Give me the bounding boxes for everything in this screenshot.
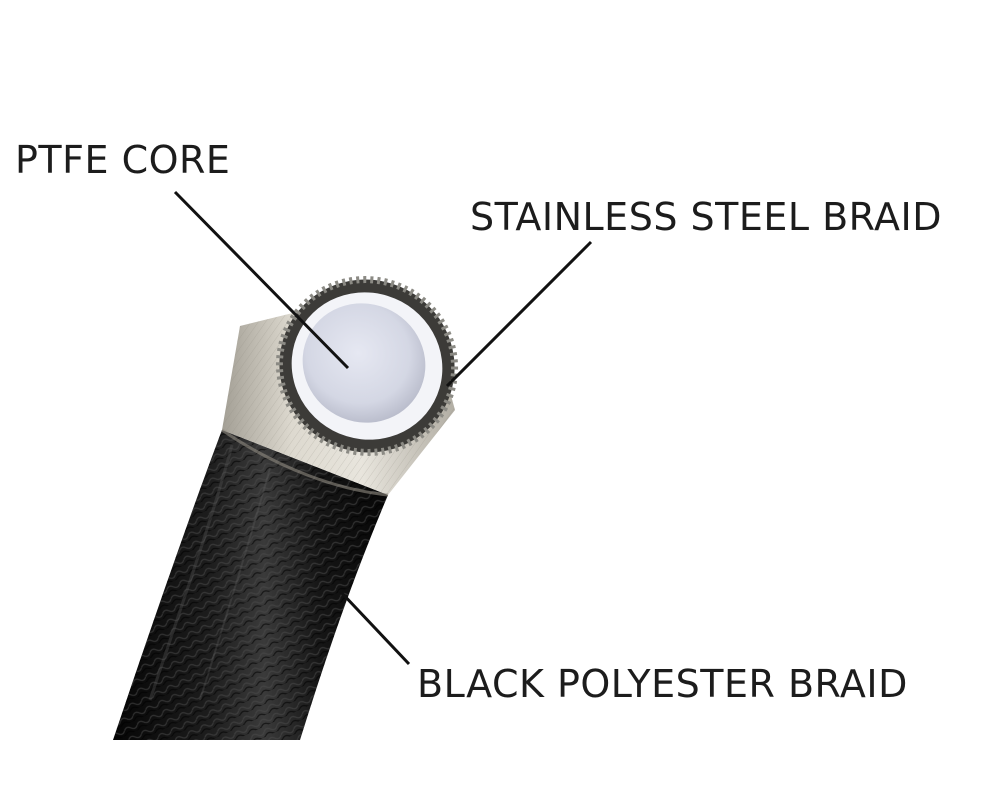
ptfe-bore (302, 303, 426, 423)
polyester-braid-leader-line (337, 588, 411, 666)
stainless-steel-braid-label: STAINLESS STEEL BRAID (470, 195, 943, 239)
ptfe-core-label: PTFE CORE (15, 138, 231, 182)
polyester-braid-layer (113, 430, 388, 740)
ptfe-core-leader-line (173, 190, 350, 370)
steel-braid-leader-line (445, 240, 593, 388)
hose-end-face (275, 276, 459, 456)
black-polyester-braid-label: BLACK POLYESTER BRAID (417, 662, 908, 706)
callout-leader-lines (173, 190, 593, 666)
